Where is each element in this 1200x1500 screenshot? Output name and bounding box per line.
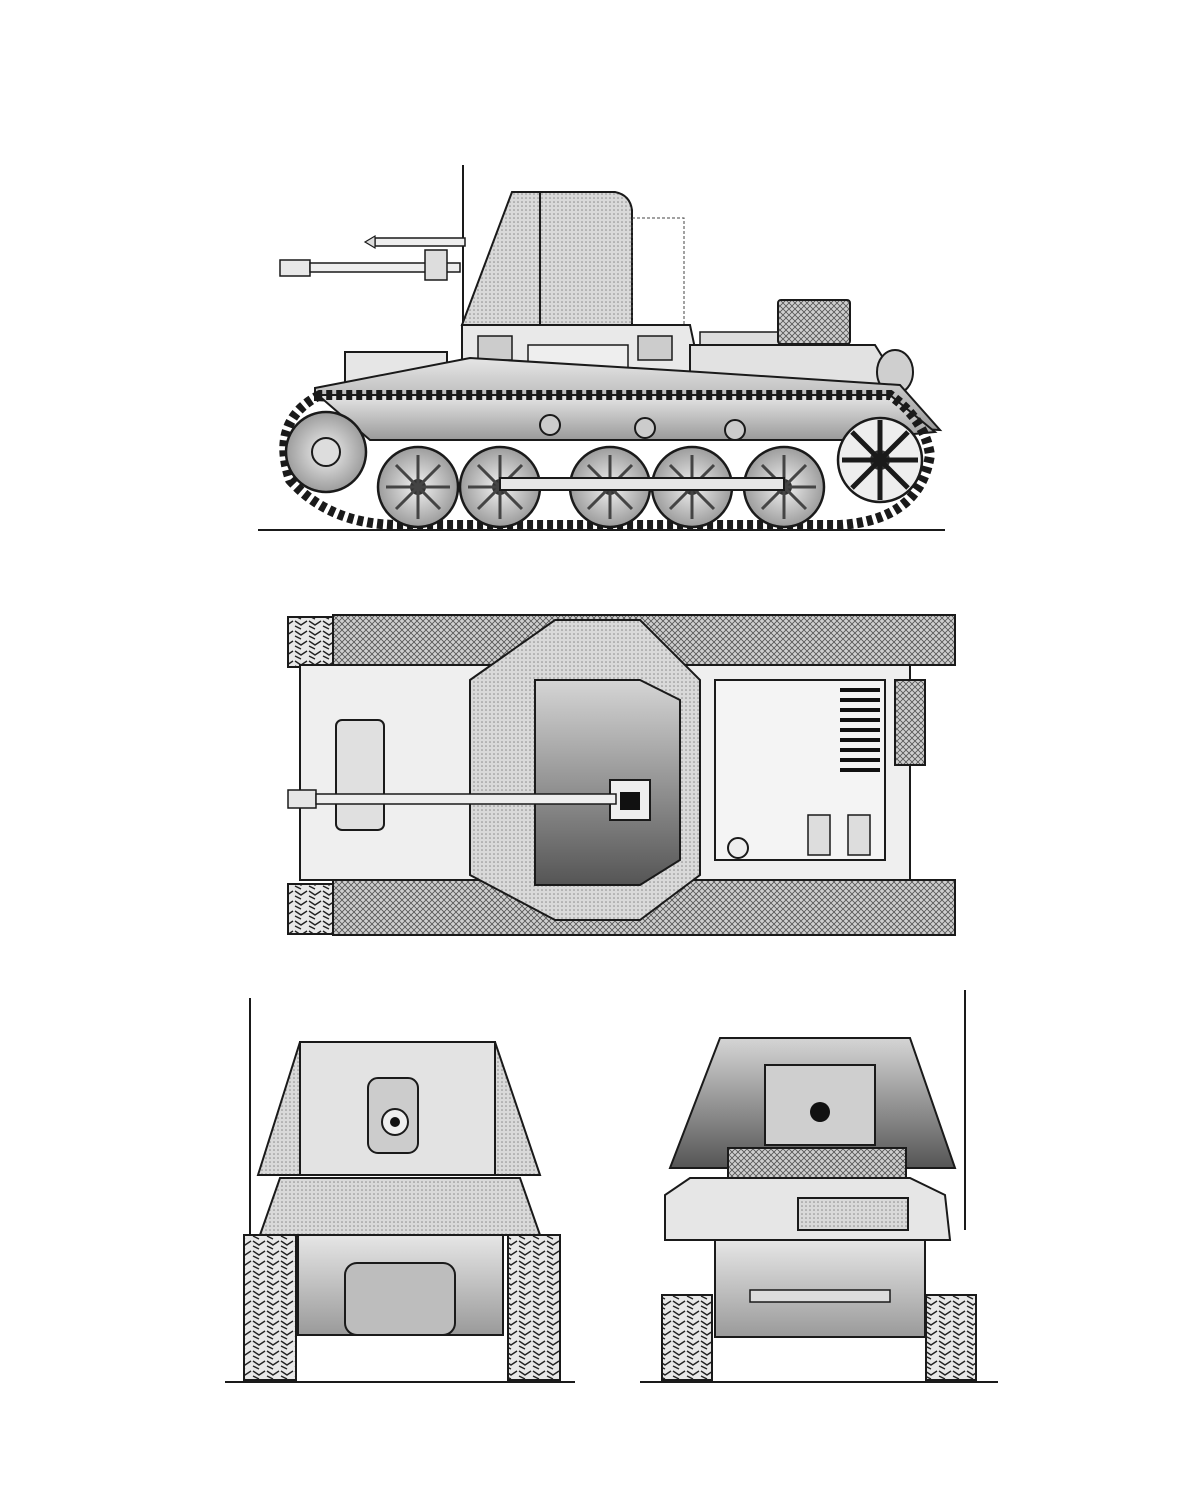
- front-view: [225, 998, 575, 1383]
- rear-track-left: [661, 1294, 713, 1381]
- front-track-left: [243, 1234, 297, 1381]
- top-view: [287, 614, 956, 936]
- side-view: [258, 165, 945, 531]
- side-track: [279, 390, 936, 530]
- rear-view: [640, 990, 998, 1383]
- exhaust-muffler: [894, 679, 926, 766]
- return-rollers: [539, 414, 746, 441]
- gun-shield: [460, 191, 685, 327]
- rear-lower-hull: [714, 1239, 926, 1338]
- drive-sprocket: [284, 410, 368, 494]
- engine-grille: [840, 688, 880, 772]
- top-track-right-front: [287, 883, 334, 935]
- top-gun-barrel: [287, 789, 617, 809]
- top-track-left-front: [287, 616, 334, 668]
- rear-track-right: [925, 1294, 977, 1381]
- gun-barrel: [279, 234, 466, 281]
- driver-hatch: [335, 719, 385, 831]
- front-track-right: [507, 1234, 561, 1381]
- road-wheels: [376, 445, 826, 529]
- rear-muffler: [797, 1197, 909, 1231]
- fighting-compartment: [534, 679, 681, 886]
- idler-wheel: [836, 416, 924, 504]
- lower-hull: [315, 394, 938, 441]
